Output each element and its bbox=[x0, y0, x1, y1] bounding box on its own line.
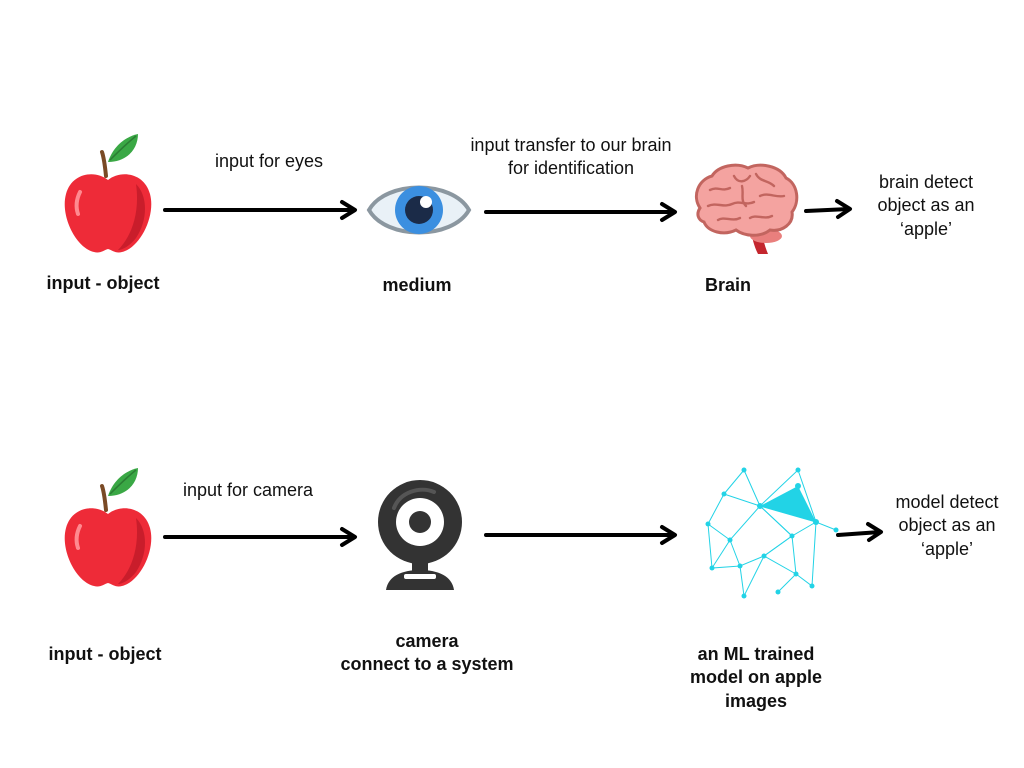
model-caption: an ML trained model on apple images bbox=[689, 644, 822, 711]
brain-edge-label: input transfer to our brain for identifi… bbox=[470, 135, 672, 179]
apple-icon bbox=[64, 134, 152, 253]
arrow-apple-to-camera bbox=[163, 527, 357, 547]
eye-edge-label: input for eyes bbox=[214, 151, 324, 171]
model-result-label: model detect object as an ‘apple’ bbox=[895, 492, 999, 559]
neural-network-icon bbox=[705, 467, 839, 599]
brain-caption: Brain bbox=[704, 275, 751, 295]
arrow-eye-to-brain bbox=[484, 202, 677, 222]
eye-icon bbox=[366, 185, 472, 235]
medium-caption: medium bbox=[382, 275, 452, 295]
top-object-caption: input - object bbox=[46, 273, 160, 293]
brain-result-label: brain detect object as an ‘apple’ bbox=[877, 172, 975, 239]
camera-edge-label: input for camera bbox=[182, 480, 314, 500]
camera-caption: camera connect to a system bbox=[340, 631, 514, 675]
arrow-brain-to-result bbox=[804, 199, 852, 219]
webcam-icon bbox=[378, 480, 462, 590]
arrow-camera-to-model bbox=[484, 525, 677, 545]
apple-icon bbox=[64, 468, 152, 587]
bottom-object-caption: input - object bbox=[48, 644, 162, 664]
arrow-apple-to-eye bbox=[163, 200, 357, 220]
brain-icon bbox=[695, 163, 799, 254]
arrow-model-to-result bbox=[836, 522, 883, 542]
